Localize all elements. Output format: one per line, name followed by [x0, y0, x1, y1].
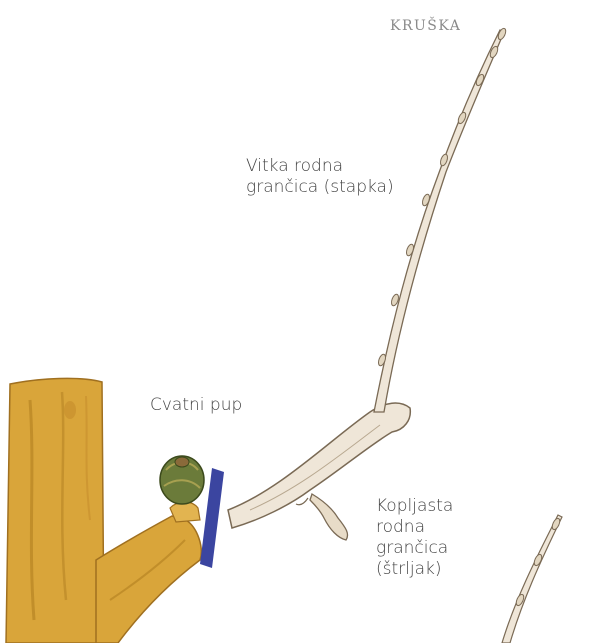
- label-line: Cvatni pup: [150, 395, 242, 416]
- label-line: Kopljasta: [376, 496, 453, 517]
- label-line: Vitka rodna: [246, 156, 394, 177]
- label-flower-bud: Cvatni pup: [150, 395, 242, 416]
- trunk: [6, 378, 104, 643]
- label-line: grančica: [376, 538, 453, 559]
- label-spur: Kopljasta rodna grančica (štrljak): [376, 496, 453, 580]
- label-line: (štrljak): [376, 559, 453, 580]
- flower-bud: [160, 456, 204, 504]
- label-slender-shoot: Vitka rodna grančica (stapka): [246, 156, 394, 198]
- lower-shoot: [502, 515, 562, 643]
- side-limb: [96, 502, 201, 643]
- label-line: grančica (stapka): [246, 177, 394, 198]
- label-line: rodna: [376, 517, 453, 538]
- title: KRUŠKA: [390, 18, 461, 34]
- slender-shoot: [374, 27, 507, 412]
